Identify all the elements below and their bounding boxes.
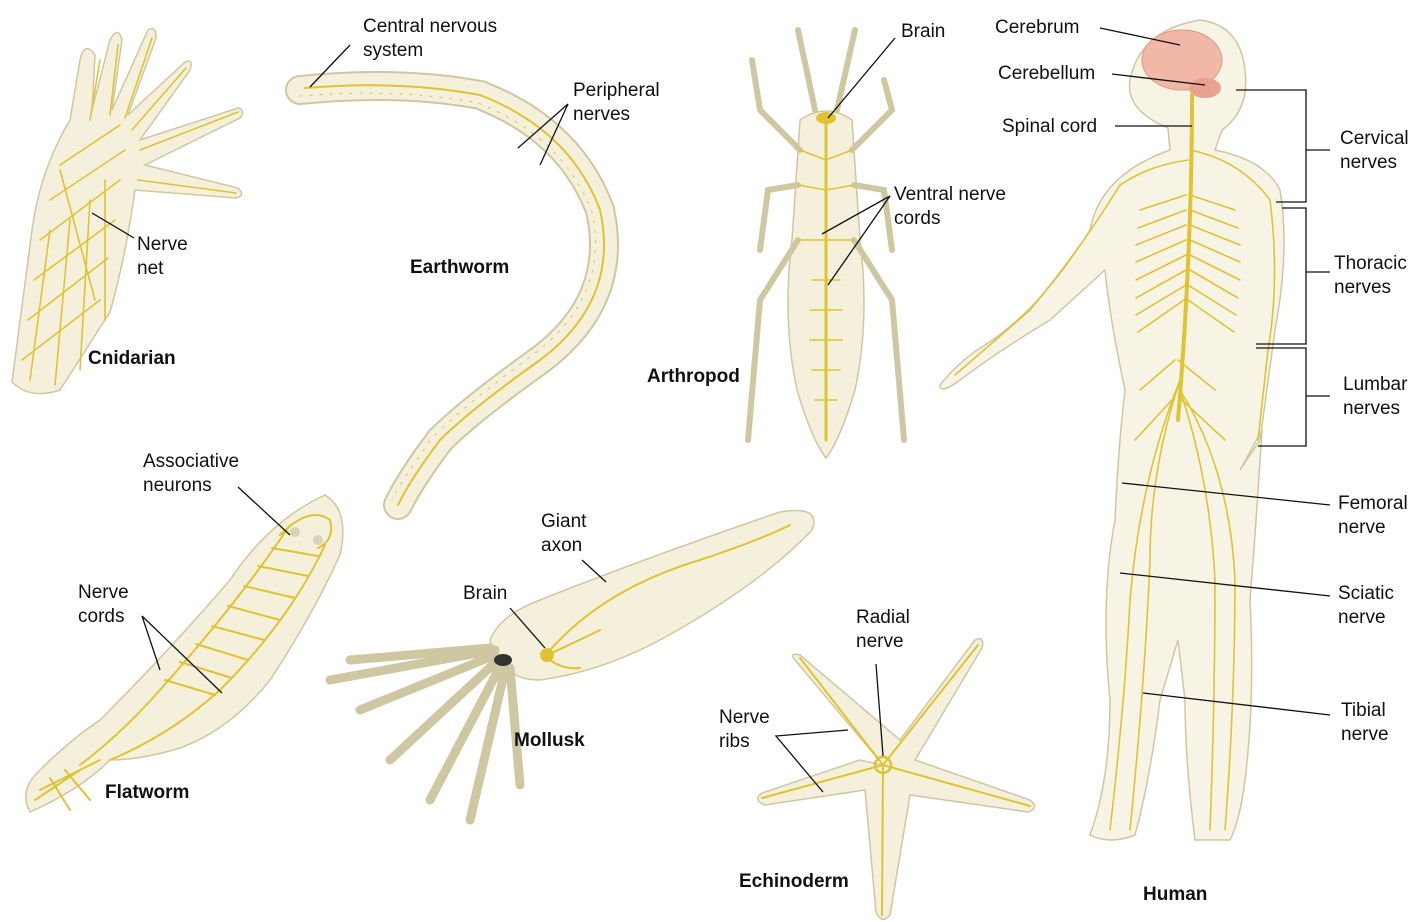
earthworm-illustration	[300, 85, 604, 505]
human-illustration	[940, 20, 1284, 840]
peripheral-label-line1: Peripheral	[573, 80, 660, 101]
cns-label-line2: system	[363, 40, 423, 61]
lumbar-label-line1: Lumbar	[1343, 374, 1408, 395]
sciatic-label-line1: Sciatic	[1338, 583, 1394, 604]
flatworm-cords-label-line1: Nerve	[78, 582, 129, 603]
cnidarian-illustration	[12, 29, 243, 394]
ventral-label-line1: Ventral nerve	[894, 184, 1006, 205]
cnidarian-title: Cnidarian	[88, 348, 176, 369]
spinal-cord-label: Spinal cord	[1002, 116, 1097, 137]
radial-label-line1: Radial	[856, 607, 910, 628]
nerve-ribs-label-line2: ribs	[719, 731, 750, 752]
mollusk-illustration	[330, 510, 814, 820]
flatworm-cords-label-line2: cords	[78, 606, 124, 627]
cervical-label-line1: Cervical	[1340, 128, 1409, 149]
mollusk-title: Mollusk	[514, 730, 585, 751]
earthworm-title: Earthworm	[410, 257, 509, 278]
thoracic-label-line1: Thoracic	[1334, 253, 1407, 274]
ventral-label-line2: cords	[894, 208, 940, 229]
tibial-label-line1: Tibial	[1341, 700, 1386, 721]
peripheral-label-line2: nerves	[573, 104, 630, 125]
femoral-label-line2: nerve	[1338, 517, 1386, 538]
flatworm-title: Flatworm	[105, 782, 189, 803]
associative-neurons-leader	[238, 487, 290, 535]
tibial-label-line2: nerve	[1341, 724, 1389, 745]
cerebrum-label: Cerebrum	[995, 17, 1079, 38]
assoc-label-line2: neurons	[143, 475, 212, 496]
nerve-net-label-line1: Nerve	[137, 234, 188, 255]
assoc-label-line1: Associative	[143, 451, 239, 472]
arthropod-illustration	[748, 30, 904, 458]
arthropod-brain-label: Brain	[901, 21, 945, 42]
echinoderm-title: Echinoderm	[739, 871, 849, 892]
nerve-net-label-line2: net	[137, 258, 164, 279]
giant-axon-label-line2: axon	[541, 535, 582, 556]
flatworm-illustration	[26, 495, 343, 812]
femoral-label-line1: Femoral	[1338, 493, 1408, 514]
cervical-label-line2: nerves	[1340, 152, 1397, 173]
sciatic-label-line2: nerve	[1338, 607, 1386, 628]
radial-label-line2: nerve	[856, 631, 904, 652]
cns-label-line1: Central nervous	[363, 16, 497, 37]
arthropod-title: Arthropod	[647, 366, 740, 387]
lumbar-label-line2: nerves	[1343, 398, 1400, 419]
nerve-ribs-label-line1: Nerve	[719, 707, 770, 728]
cerebellum-label: Cerebellum	[998, 63, 1095, 84]
mollusk-brain-label: Brain	[463, 583, 507, 604]
thoracic-label-line2: nerves	[1334, 277, 1391, 298]
human-title: Human	[1143, 884, 1207, 905]
giant-axon-label-line1: Giant	[541, 511, 587, 532]
